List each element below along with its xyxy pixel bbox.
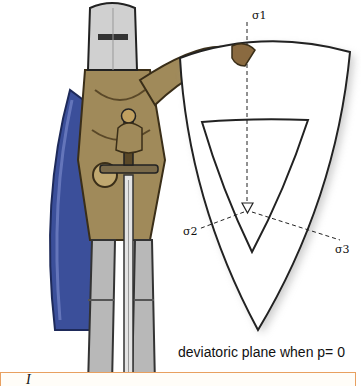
knight-leg <box>132 240 155 385</box>
inner-yield-surface <box>202 119 308 252</box>
axis-label: σ3 <box>333 244 352 255</box>
plane-note: deviatoric plane when p= 0 <box>176 345 347 359</box>
sigma3-axis <box>252 212 340 240</box>
origin-triangle <box>242 203 253 213</box>
yield-surface-shield <box>180 41 350 330</box>
axis-label: σ1 <box>252 10 267 21</box>
knight-helmet <box>88 3 137 70</box>
axis-label: σ2 <box>181 226 200 237</box>
knight-leg <box>88 240 115 385</box>
caption-box <box>0 372 356 386</box>
sword-blade <box>124 175 133 385</box>
sword-crossguard <box>100 165 158 173</box>
sigma2-axis <box>196 212 244 230</box>
caption-text: I <box>26 373 31 386</box>
